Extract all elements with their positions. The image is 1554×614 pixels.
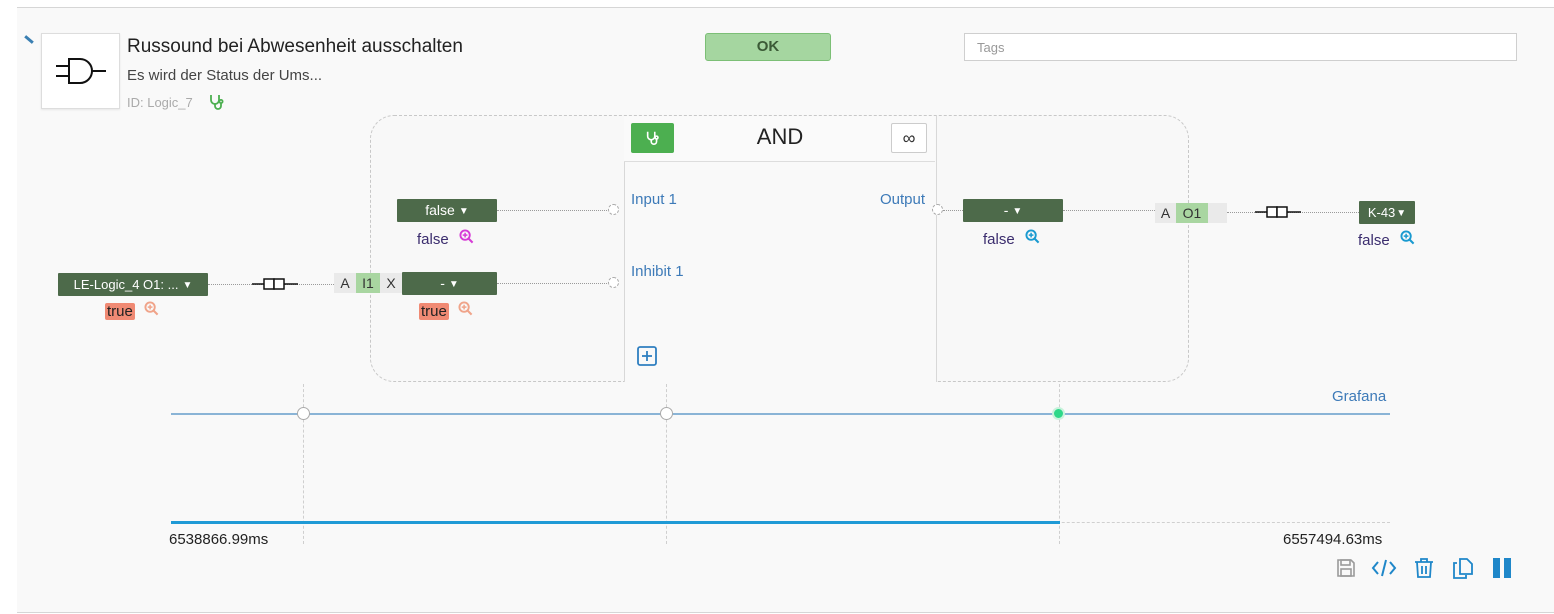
mapping-address: A: [334, 273, 356, 293]
input-1-dropdown[interactable]: false▼: [397, 199, 497, 222]
delete-button[interactable]: [1411, 555, 1437, 581]
tags-input[interactable]: [964, 33, 1517, 61]
pause-icon: [1493, 558, 1511, 578]
time-start-label: 6538866.99ms: [169, 531, 269, 548]
save-icon: [1337, 559, 1355, 577]
time-end-label: 6557494.63ms: [1283, 531, 1383, 548]
output-mapping-address: A: [1155, 203, 1176, 223]
connector-line: [497, 210, 607, 211]
logic-description: Es wird der Status der Ums...: [127, 67, 323, 84]
logic-id: ID: Logic_7: [127, 95, 193, 110]
timeline-event-dot-active[interactable]: [1052, 407, 1065, 420]
timeline-guide: [666, 384, 667, 544]
grafana-link[interactable]: Grafana: [1332, 388, 1387, 405]
mapping-remove[interactable]: X: [380, 273, 402, 293]
mapping-input-port: I1: [356, 273, 380, 293]
input-1-dropdown-label: false: [425, 202, 455, 218]
plug-connector-icon: [252, 276, 300, 297]
stethoscope-icon: [646, 131, 659, 145]
timeline-axis: [171, 413, 1390, 415]
output-mapping-spacer: [1208, 203, 1227, 223]
logic-gate-thumbnail: [41, 33, 120, 109]
chevron-down-icon: ▼: [182, 280, 193, 291]
inhibit-1-value-row: true: [419, 301, 473, 321]
status-badge: OK: [705, 33, 831, 61]
zoom-icon[interactable]: [1400, 230, 1415, 250]
logic-title: Russound bei Abwesenheit ausschalten: [127, 36, 463, 57]
chevron-down-icon: ▼: [458, 206, 469, 217]
output-dropdown-label: -: [1003, 202, 1009, 218]
target-value-row: false: [1358, 230, 1415, 250]
port-input-1-label: Input 1: [631, 191, 677, 208]
zoom-icon[interactable]: [458, 301, 473, 321]
zoom-icon[interactable]: [144, 301, 159, 321]
inhibit-1-value: true: [419, 303, 449, 320]
timeline-guide: [303, 384, 304, 544]
inhibit-1-dropdown[interactable]: -▼: [402, 272, 497, 295]
timeline-guide: [1059, 384, 1060, 544]
output-dropdown[interactable]: -▼: [963, 199, 1063, 222]
copy-icon: [1453, 558, 1473, 579]
zoom-icon[interactable]: [459, 229, 474, 249]
pause-button[interactable]: [1489, 555, 1515, 581]
plus-square-icon: [637, 346, 657, 366]
input-1-port[interactable]: [608, 204, 619, 215]
code-icon: [1371, 559, 1397, 577]
output-value: false: [983, 231, 1015, 248]
trash-icon: [1415, 558, 1433, 578]
input-1-value-row: false: [417, 229, 474, 249]
connector-line: [1063, 210, 1155, 211]
debug-button[interactable]: [631, 123, 674, 153]
code-button[interactable]: [1371, 555, 1397, 581]
inhibit-1-dropdown-label: -: [440, 275, 445, 291]
source-value-row: true: [105, 301, 159, 321]
output-port[interactable]: [932, 204, 943, 215]
chevron-down-icon: ▼: [1012, 206, 1023, 217]
block-type-label: AND: [756, 124, 804, 149]
source-logic-label: LE-Logic_4 O1: ...: [73, 277, 179, 292]
chevron-down-icon: ▼: [1396, 208, 1407, 219]
port-output-label: Output: [880, 191, 926, 208]
source-value: true: [105, 303, 135, 320]
and-gate-icon: [56, 58, 106, 84]
timeline-event-dot[interactable]: [297, 407, 310, 420]
connector-line: [943, 210, 963, 211]
plug-connector-icon: [1255, 204, 1303, 225]
output-mapping-port: O1: [1176, 203, 1208, 223]
copy-button[interactable]: [1450, 555, 1476, 581]
connector-line: [497, 283, 607, 284]
stethoscope-icon[interactable]: [208, 93, 226, 116]
source-logic-dropdown[interactable]: LE-Logic_4 O1: ...▼: [58, 273, 208, 296]
port-inhibit-1-label: Inhibit 1: [631, 263, 684, 280]
target-label: K-43: [1367, 205, 1396, 220]
add-input-button[interactable]: [637, 346, 657, 371]
target-dropdown[interactable]: K-43▼: [1359, 201, 1415, 224]
target-value: false: [1358, 232, 1390, 249]
timeline-event-dot[interactable]: [660, 407, 673, 420]
and-block-header: [624, 116, 935, 162]
infinite-toggle-button[interactable]: ∞: [891, 123, 927, 153]
zoom-icon[interactable]: [1025, 229, 1040, 249]
input-1-value: false: [417, 231, 449, 248]
output-value-row: false: [983, 229, 1040, 249]
save-button[interactable]: [1333, 555, 1359, 581]
inhibit-1-port[interactable]: [608, 277, 619, 288]
chevron-down-icon: ▼: [448, 279, 459, 290]
time-range-progress[interactable]: [171, 521, 1060, 524]
